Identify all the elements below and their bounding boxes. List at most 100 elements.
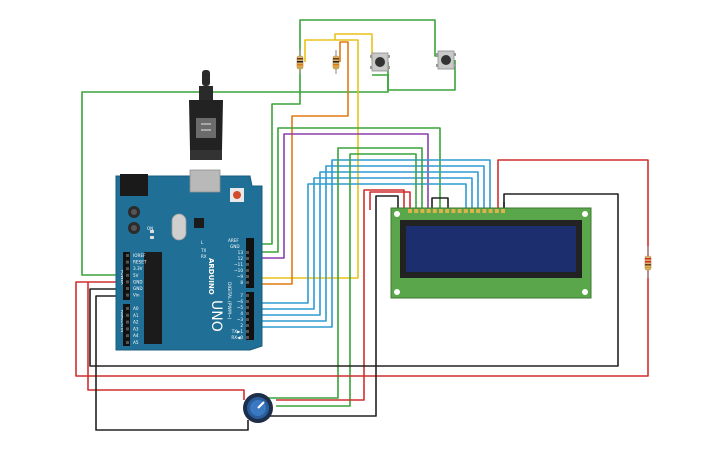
wire-black-lcd-rw[interactable] [431, 197, 449, 210]
wire-green-5v[interactable] [81, 74, 389, 276]
power-pin-label: 5V [133, 273, 139, 278]
header-pin[interactable] [246, 306, 249, 309]
digital-pin-label: 2 [240, 323, 243, 328]
lcd-pin[interactable] [463, 209, 468, 213]
analog-label: ANALOG IN [120, 310, 125, 332]
wire-red-5v-main[interactable] [75, 159, 649, 377]
header-pin[interactable] [246, 281, 249, 284]
header-pin[interactable] [126, 273, 129, 277]
lcd-pin[interactable] [408, 209, 412, 213]
lcd-pin[interactable] [476, 209, 481, 213]
header-pin[interactable] [246, 330, 249, 333]
header-pin[interactable] [246, 275, 249, 278]
usb-cable[interactable] [189, 70, 223, 160]
header-pin[interactable] [126, 254, 129, 257]
arduino-uno-board[interactable]: ON L TX RX ARDUINO UNO DIGITAL (PWM~) PO… [115, 169, 263, 351]
wire-red-lcd-vdd[interactable] [369, 191, 411, 210]
lcd-pin[interactable] [501, 209, 505, 213]
wire-black-gnd-pot[interactable] [95, 295, 249, 431]
lcd-pin[interactable] [445, 209, 450, 213]
lcd-16x2[interactable] [390, 207, 592, 299]
header-pin[interactable] [126, 293, 129, 297]
lcd-pin[interactable] [439, 209, 443, 213]
header-pin[interactable] [126, 260, 129, 264]
lcd-pin[interactable] [420, 209, 425, 213]
header-pin[interactable] [126, 280, 129, 284]
header-pin[interactable] [246, 269, 249, 272]
lcd-pin[interactable] [488, 209, 493, 213]
digital-pin-label: 8 [240, 280, 243, 285]
header-pin[interactable] [246, 336, 249, 339]
gnd-pin-label: GND [230, 244, 240, 249]
resistor-1[interactable] [296, 50, 304, 74]
header-pin[interactable] [126, 287, 129, 290]
digital-pin-label: ~3 [237, 317, 244, 322]
header-pin[interactable] [126, 327, 129, 331]
potentiometer[interactable] [243, 393, 273, 423]
wire-blue-d2[interactable] [246, 159, 491, 328]
lcd-pin[interactable] [432, 209, 437, 213]
header-pin[interactable] [246, 294, 249, 297]
lcd-screen [406, 226, 576, 272]
lcd-pin[interactable] [482, 209, 487, 213]
lcd-pin[interactable] [414, 209, 419, 213]
header-pin[interactable] [246, 251, 249, 254]
pushbutton-1[interactable] [370, 52, 390, 72]
header-pin[interactable] [246, 312, 249, 315]
header-pin[interactable] [246, 300, 249, 303]
resistor-3[interactable] [644, 246, 652, 278]
header-pin[interactable] [126, 267, 129, 271]
digital-pin-label: ~11 [234, 262, 243, 267]
on-label: ON [147, 226, 153, 231]
digital-header-bottom [246, 292, 254, 340]
lcd-pin[interactable] [470, 209, 474, 213]
power-pin-label: GND [133, 279, 143, 284]
l-label: L [201, 240, 204, 245]
wire-green-lcd[interactable] [246, 127, 441, 253]
power-pin-label: 3.3V [133, 266, 143, 271]
lcd-pin[interactable] [494, 209, 499, 213]
header-pin[interactable] [126, 341, 129, 344]
wire-green-gnd-res[interactable] [246, 66, 301, 245]
analog-header [123, 304, 130, 346]
wire-blue-d4[interactable] [246, 171, 479, 316]
header-pin[interactable] [246, 324, 249, 327]
lcd-pin[interactable] [426, 209, 431, 213]
wire-yellow-res2[interactable] [334, 33, 373, 60]
header-pin[interactable] [246, 257, 249, 260]
header-pin[interactable] [246, 263, 249, 266]
wire-orange-pin9[interactable] [246, 41, 349, 285]
wire-blue-d6[interactable] [246, 183, 467, 304]
wire-green-top-loop[interactable] [299, 19, 442, 58]
header-pin[interactable] [126, 307, 129, 310]
wire-black-gnd-main[interactable] [89, 193, 619, 367]
header-pin[interactable] [246, 318, 249, 321]
digital-pin-label: 12 [238, 256, 244, 261]
wire-green-pot-lcd[interactable] [276, 153, 417, 407]
pushbutton-2[interactable] [436, 50, 456, 70]
wire-yellow-pin8[interactable] [246, 39, 359, 279]
wire-green-button-link[interactable] [387, 60, 456, 91]
digital-pin-label: ~9 [237, 274, 244, 279]
header-pin[interactable] [126, 320, 129, 324]
header-pin[interactable] [126, 334, 129, 338]
lcd-pin[interactable] [457, 209, 462, 213]
wire-red-pot-lcd[interactable] [276, 189, 405, 401]
arduino-logo: ARDUINO [207, 258, 215, 295]
analog-pin-label: A0 [133, 306, 139, 311]
digital-pin-label: 13 [238, 250, 244, 255]
wire-blue-d5[interactable] [246, 177, 473, 310]
lcd-pin-header [408, 209, 505, 213]
wire-red-pot[interactable] [87, 282, 245, 400]
wire-green-pot-v0[interactable] [262, 147, 423, 399]
wire-blue-d3[interactable] [246, 165, 485, 322]
digital-pin-label: 7 [240, 293, 243, 298]
tx-label: TX [200, 248, 206, 253]
header-pin[interactable] [126, 313, 129, 317]
lcd-pin[interactable] [451, 209, 456, 213]
digital-pin-label: TX▶1 [231, 329, 244, 334]
wire-black-pot-lcd[interactable] [268, 195, 399, 417]
resistor-2[interactable] [332, 50, 340, 74]
